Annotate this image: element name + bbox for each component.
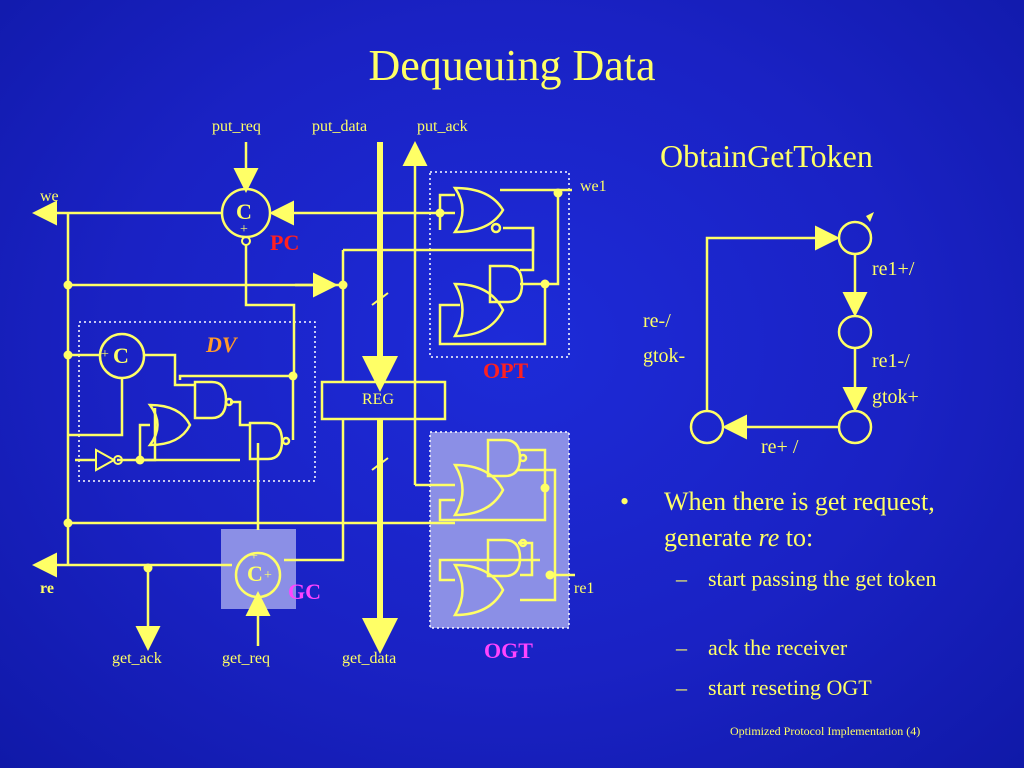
ogt-and-gate-2-bubble — [518, 538, 528, 548]
put-req-label: put_req — [212, 118, 261, 135]
re-label: re — [40, 580, 54, 597]
pc-bubble — [241, 236, 251, 246]
stg-place-bottom-right — [837, 409, 873, 445]
put-ack-label: put_ack — [417, 118, 468, 135]
dv-c-element — [98, 332, 146, 380]
stg-place-middle — [837, 314, 873, 350]
pc-plus-label: + — [240, 222, 248, 237]
get-data-label: get_data — [342, 650, 397, 667]
stg-place-top — [837, 220, 873, 256]
dv-or-gate — [147, 403, 192, 447]
reg-label: REG — [362, 391, 394, 408]
get-req-label: get_req — [222, 650, 270, 667]
sub-bullet-text: start reseting OGT — [708, 675, 872, 700]
opt-wire-d — [438, 193, 455, 230]
stg-t4-line1: re-/ — [643, 310, 671, 332]
ogt-or-gate-1 — [452, 463, 505, 517]
gc-c-label: C — [247, 561, 263, 586]
junction-dot — [545, 570, 555, 580]
junction-dot — [63, 518, 73, 528]
stg-title: ObtainGetToken — [660, 138, 873, 174]
gc-plus-right-label: + — [264, 568, 272, 583]
put-data-label: put_data — [312, 118, 368, 135]
dv-and-gate-2-bubble — [281, 436, 291, 446]
reg-to-gc — [284, 420, 345, 562]
bullet-dot: • — [620, 487, 630, 516]
stg-t2-line1: re1-/ — [872, 350, 910, 372]
ogt-wire-b — [518, 468, 557, 602]
opt-and-gate-1 — [488, 264, 524, 304]
junction-dot — [338, 280, 348, 290]
ogt-wire-e — [438, 558, 540, 582]
opt-label: OPT — [483, 358, 529, 383]
opt-wire-a — [520, 193, 560, 286]
ogt-and-gate-1-bubble — [518, 453, 528, 463]
gc-c-element — [234, 551, 282, 599]
sub-bullet-text: ack the receiver — [708, 635, 848, 660]
ogt-or-gate-2 — [452, 563, 505, 617]
get-ack-label: get_ack — [112, 650, 162, 667]
junction-dot — [143, 563, 153, 573]
sub-bullet-dash: – — [676, 675, 687, 700]
bus-tick-2 — [371, 457, 389, 471]
dv-dashed-box — [78, 321, 316, 482]
stg-place-bottom-left — [689, 409, 725, 445]
dv-and-gate-1-bubble — [224, 397, 234, 407]
junction-dot — [540, 483, 550, 493]
opt-or-gate-1 — [452, 186, 505, 234]
re1-label: re1 — [574, 580, 595, 597]
dv-wire-f — [178, 374, 293, 380]
slide-title: Dequeuing Data — [368, 41, 656, 90]
ogt-and-gate-2 — [486, 538, 522, 578]
we1-label: we1 — [580, 178, 607, 195]
dv-c-label: C — [113, 343, 129, 368]
we-label: we — [40, 188, 59, 205]
opt-or-gate-1-bubble — [490, 222, 502, 234]
ogt-label: OGT — [484, 638, 533, 663]
stg-token-marker — [866, 212, 874, 222]
bullet-italic: re — [758, 523, 780, 552]
bullet-prefix: When there is get request, generate — [664, 487, 935, 552]
gc-plus-top-label: + — [250, 549, 258, 564]
pc-out-wire — [244, 245, 296, 376]
sub-bullet-text: start passing the get token — [708, 566, 937, 591]
reg-box — [320, 380, 447, 421]
dv-wire-e — [138, 423, 150, 460]
pc-label: PC — [270, 230, 300, 255]
junction-dot — [553, 188, 563, 198]
bullet-suffix: to: — [779, 523, 814, 552]
ogt-wire-d — [438, 448, 547, 522]
dv-plus-label: + — [101, 347, 109, 362]
gc-label: GC — [288, 579, 321, 604]
dv-wire-h — [230, 400, 250, 427]
junction-dot — [435, 208, 445, 218]
dv-buffer — [95, 448, 117, 472]
pc-c-label: C — [236, 199, 252, 224]
bullet-text: When there is get request, generate re t… — [664, 484, 1004, 556]
junction-dot — [540, 279, 550, 289]
stg-t2-line2: gtok+ — [872, 386, 919, 408]
opt-or-gate-2 — [452, 282, 505, 338]
bus-tick-1 — [371, 292, 389, 306]
slide-footer: Optimized Protocol Implementation (4) — [730, 724, 921, 738]
stg-arc-4 — [705, 225, 840, 411]
dv-wire-b — [143, 353, 195, 387]
sub-bullet-dash: – — [676, 566, 687, 591]
opt-wire-b — [438, 284, 547, 346]
junction-dot — [288, 371, 298, 381]
sub-bullet-dash: – — [676, 635, 687, 660]
dv-wire-c — [68, 378, 124, 437]
opt-dashed-box — [429, 171, 570, 358]
stg-t4-line2: gtok- — [643, 345, 686, 367]
opt-wire-e — [503, 226, 535, 272]
stg-t3-label: re+ / — [761, 436, 799, 458]
stg-t1-label: re1+/ — [872, 258, 915, 280]
junction-dot — [63, 350, 73, 360]
dv-label: DV — [206, 332, 237, 357]
junction-dot — [63, 280, 73, 290]
junction-dot — [135, 455, 145, 465]
